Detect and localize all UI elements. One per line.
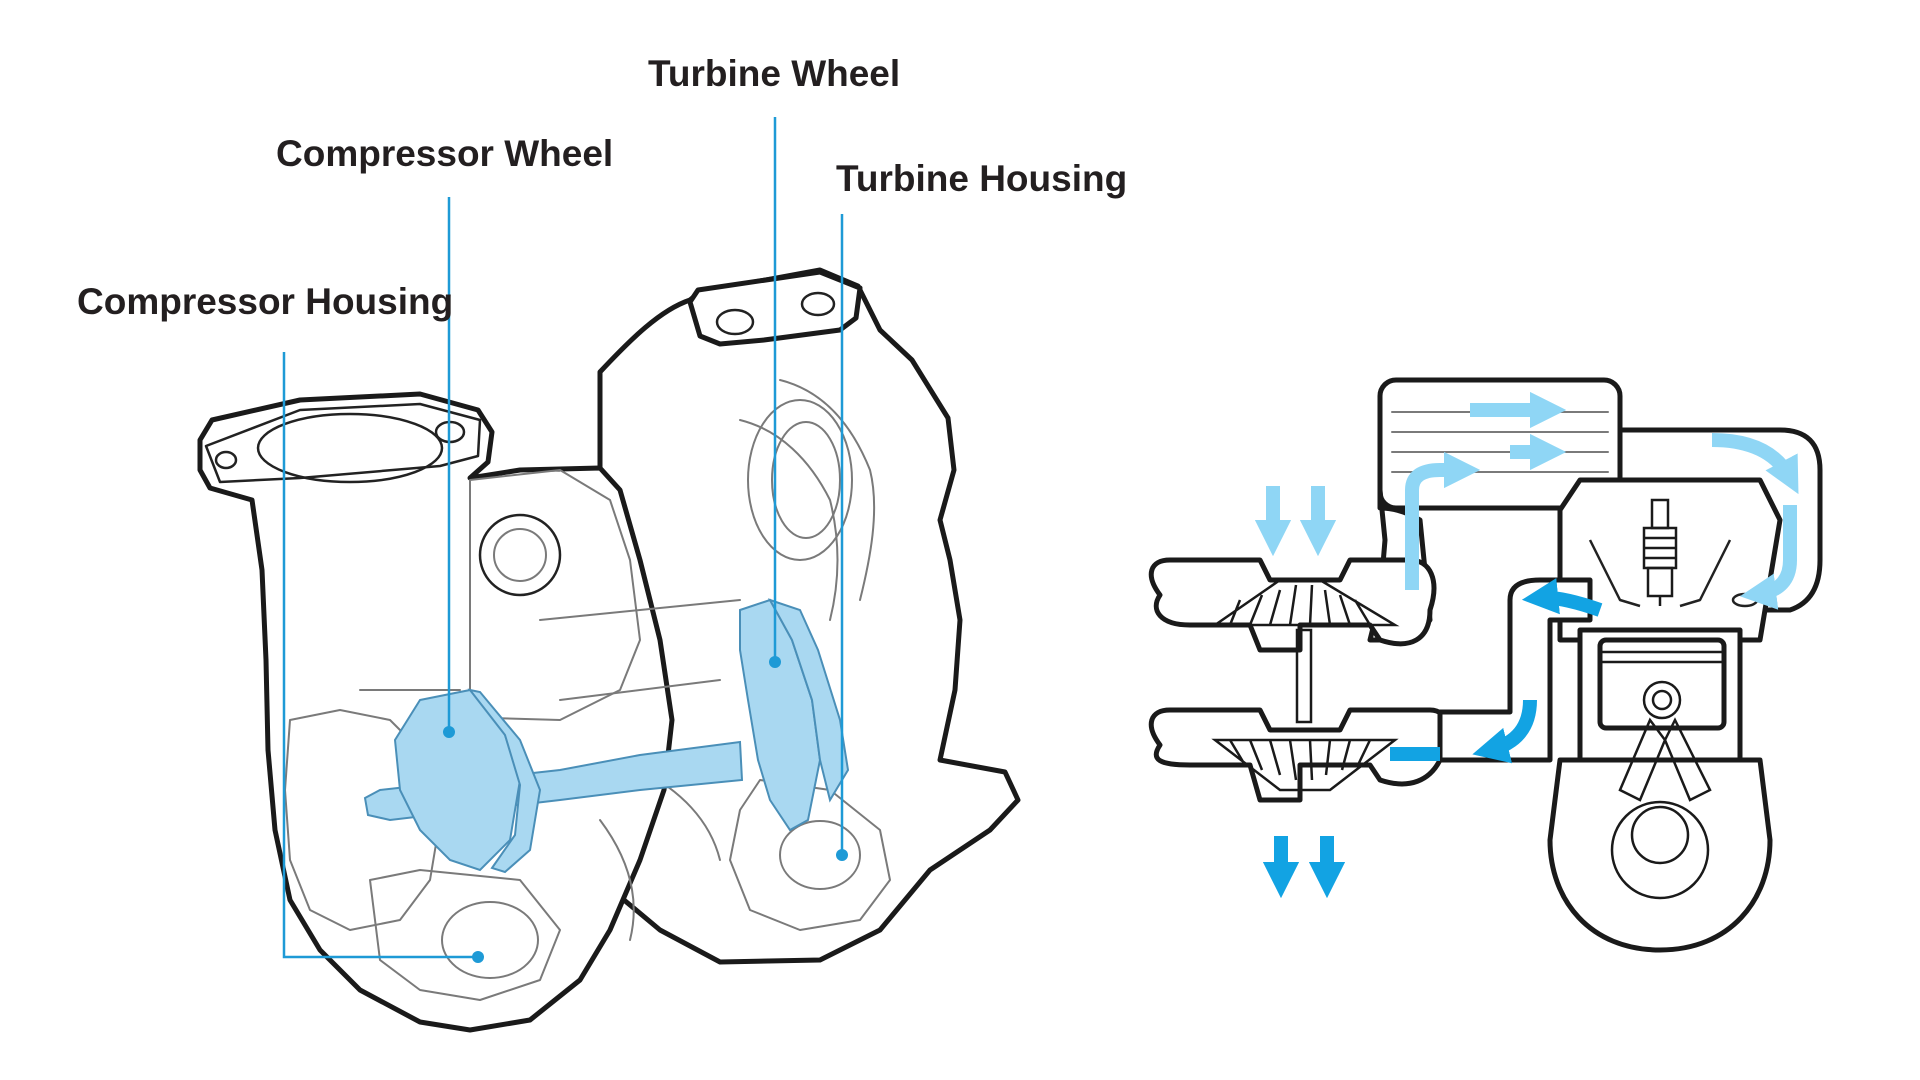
turbocharger-cutaway xyxy=(200,270,1018,1030)
label-compressor-housing: Compressor Housing xyxy=(77,281,453,322)
leader-dot-compressor-wheel xyxy=(443,726,455,738)
label-compressor-wheel: Compressor Wheel xyxy=(276,133,613,174)
label-turbine-wheel: Turbine Wheel xyxy=(648,53,900,94)
crankcase xyxy=(1550,760,1770,950)
leader-dot-compressor-housing xyxy=(472,951,484,963)
leader-dot-turbine-housing xyxy=(836,849,848,861)
cylinder-head xyxy=(1560,480,1780,640)
leader-dot-turbine-wheel xyxy=(769,656,781,668)
engine-flow-schematic xyxy=(1151,380,1820,950)
label-turbine-housing: Turbine Housing xyxy=(836,158,1127,199)
